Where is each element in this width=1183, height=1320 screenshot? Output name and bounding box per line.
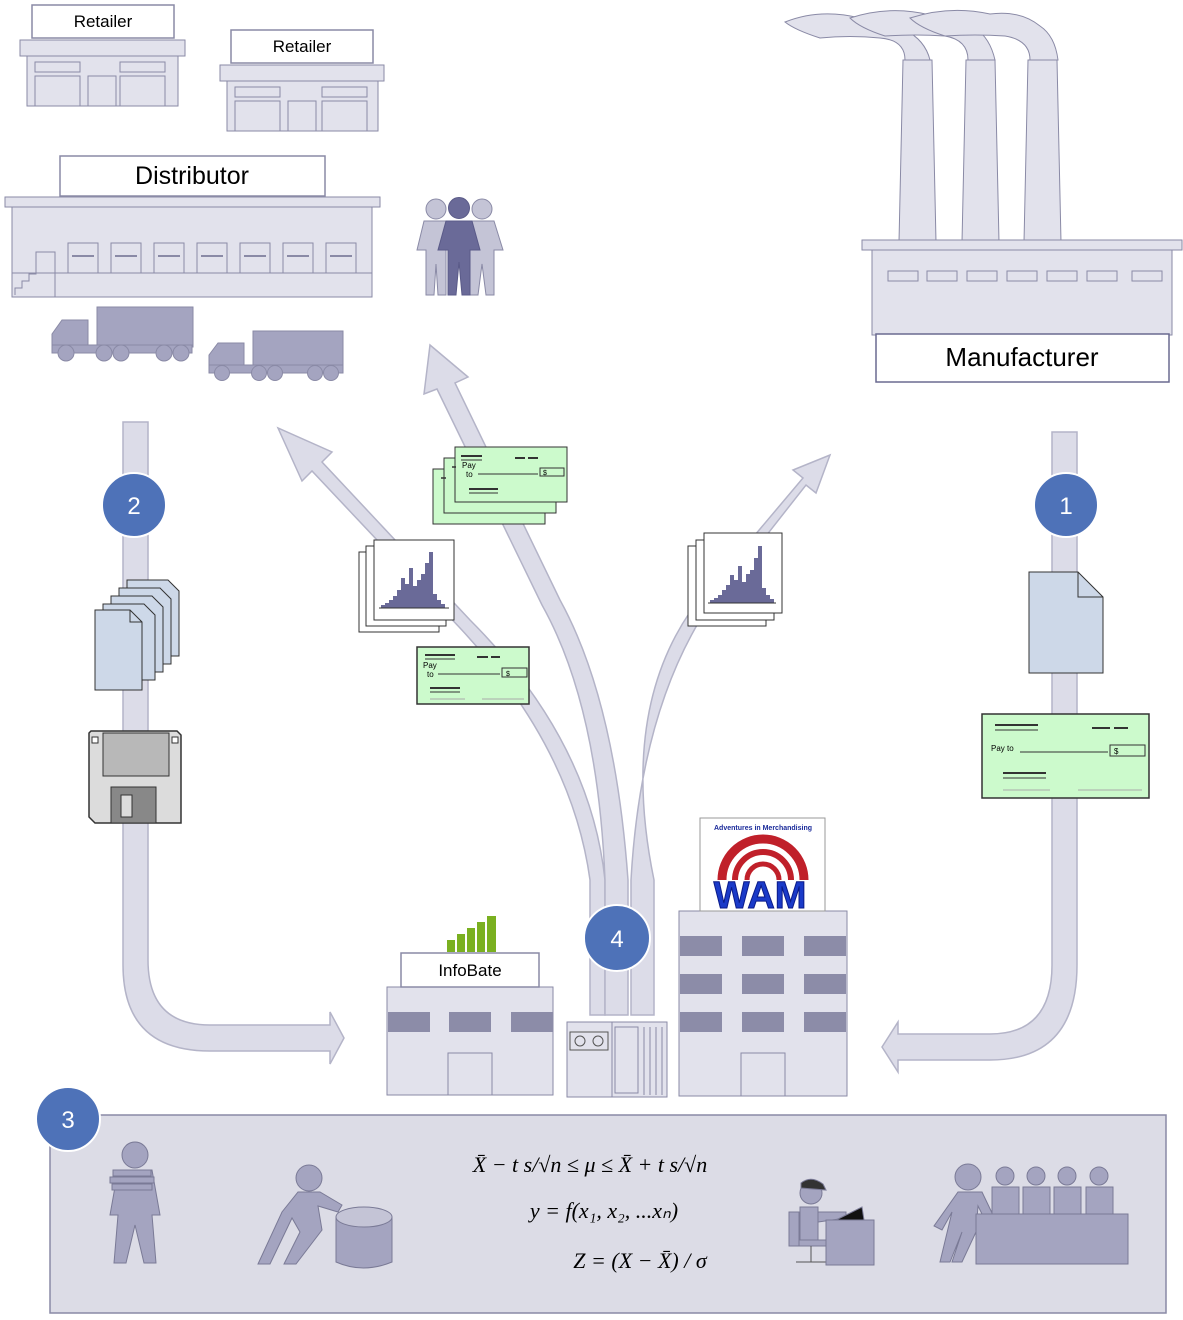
check-stack-dollar: $	[543, 470, 547, 477]
formula-z-score: Z = (X − X̄) / σ	[573, 1248, 708, 1273]
invoice-document-icon	[1028, 571, 1104, 674]
step-2-number: 2	[127, 493, 140, 520]
wam-logo-text: WAM	[714, 875, 807, 917]
wam-logo: Adventures in Merchandising WAM	[699, 817, 826, 918]
formula-confidence-interval: X̄ − t s/√n ≤ μ ≤ X̄ + t s/√n	[472, 1152, 707, 1177]
distributor-warehouse: Distributor	[4, 155, 381, 298]
arrow-to-distributor-branch	[276, 426, 606, 1016]
check-right-payto: Pay to	[991, 744, 1014, 753]
truck-1-icon	[51, 306, 194, 362]
check-left-dollar: $	[506, 671, 510, 678]
step-3-number: 3	[61, 1107, 74, 1134]
formula-function: y = f(x₁, x₂, ...xₙ)	[528, 1198, 678, 1223]
floppy-disk-icon	[88, 730, 182, 824]
step-3-badge: 3	[35, 1086, 101, 1152]
wam-building	[678, 910, 848, 1097]
distributor-label: Distributor	[135, 162, 249, 190]
person-at-database-icon	[257, 1164, 393, 1269]
statistical-formulas: X̄ − t s/√n ≤ μ ≤ X̄ + t s/√n y = f(x₁, …	[472, 1152, 708, 1273]
check-left-to: to	[427, 670, 434, 679]
retailer-2-label: Retailer	[273, 37, 332, 56]
rebate-check-stack: Pay to $	[432, 446, 568, 525]
signal-bars-icon	[447, 916, 496, 952]
check-stack-pay: Pay	[462, 461, 476, 470]
check-left-pay: Pay	[423, 661, 437, 670]
step-4-badge: 4	[583, 904, 651, 972]
step-1-number: 1	[1059, 493, 1072, 520]
truck-2-icon	[208, 330, 344, 381]
retailer-store-1: Retailer	[19, 4, 186, 107]
consumers-group-icon	[416, 197, 504, 296]
rebate-check-right: Pay to $	[981, 713, 1150, 799]
presentation-audience-icon	[933, 1163, 1129, 1265]
step-1-badge: 1	[1033, 472, 1099, 538]
infobate-label: InfoBate	[438, 961, 501, 980]
person-carrying-papers-icon	[109, 1141, 161, 1264]
manufacturer-factory: Manufacturer	[784, 9, 1183, 383]
check-right-dollar: $	[1114, 747, 1119, 756]
rebate-check-left: Pay to $	[416, 646, 530, 705]
step-2-badge: 2	[101, 472, 167, 538]
report-chart-stack-left	[358, 539, 455, 633]
report-chart-stack-right	[687, 532, 783, 627]
step-4-number: 4	[610, 926, 623, 953]
wam-logo-arc-text: Adventures in Merchandising	[714, 825, 812, 832]
person-at-computer-icon	[788, 1178, 875, 1266]
retailer-1-label: Retailer	[74, 12, 133, 31]
analysis-panel: X̄ − t s/√n ≤ μ ≤ X̄ + t s/√n y = f(x₁, …	[49, 1114, 1167, 1314]
data-processing-center	[566, 1021, 668, 1098]
manufacturer-label: Manufacturer	[945, 342, 1099, 372]
check-stack-to: to	[466, 470, 473, 479]
retailer-store-2: Retailer	[219, 29, 385, 132]
document-stack-icon	[94, 579, 180, 691]
infobate-building: InfoBate	[386, 916, 554, 1096]
